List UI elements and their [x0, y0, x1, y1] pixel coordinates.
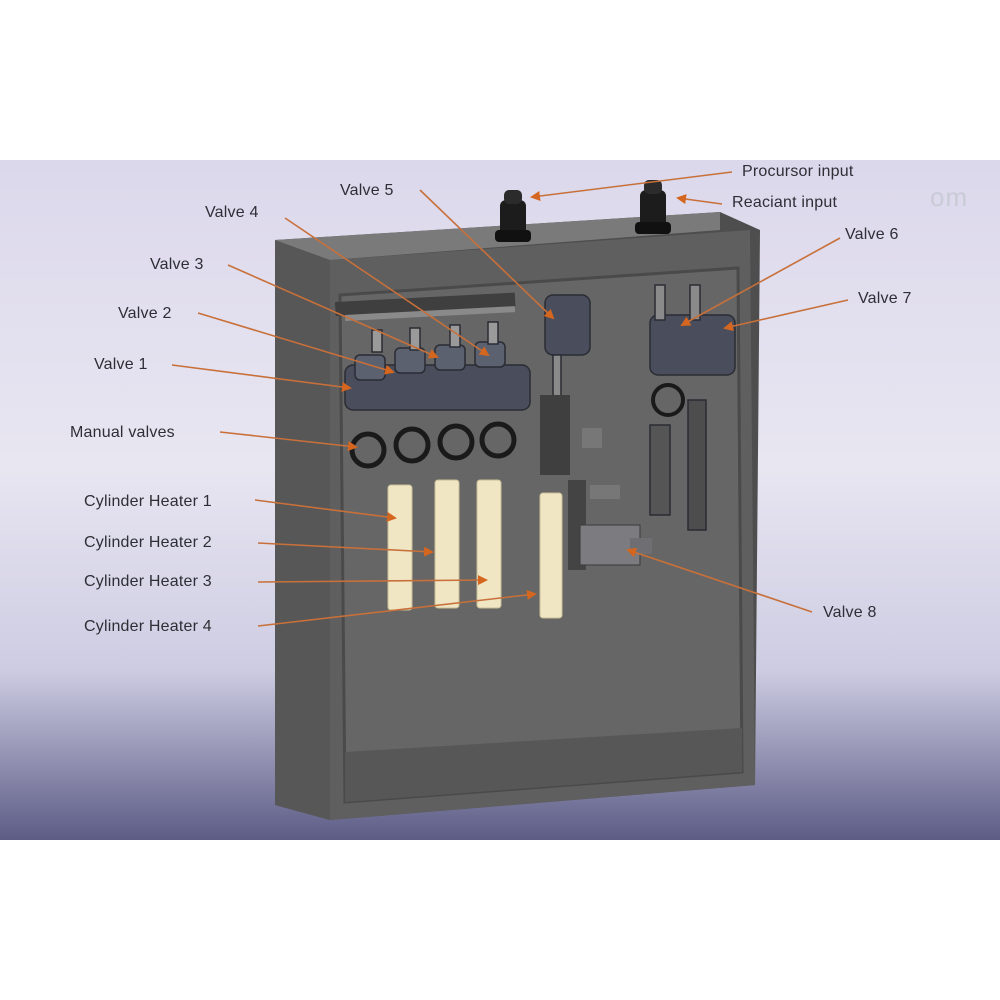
- cabinet-illustration: [171, 171, 849, 820]
- label-reactant-input: Reaciant input: [732, 194, 838, 211]
- label-valve-2: Valve 2: [118, 305, 172, 322]
- label-cylinder-heater-4: Cylinder Heater 4: [84, 618, 212, 635]
- label-precursor-input: Procursor input: [742, 163, 854, 180]
- valve-5-body: [544, 294, 591, 406]
- label-valve-3: Valve 3: [150, 256, 204, 273]
- label-valve-8: Valve 8: [823, 604, 877, 621]
- label-cylinder-heater-3: Cylinder Heater 3: [84, 573, 212, 590]
- label-valve-1: Valve 1: [94, 356, 148, 373]
- valve-manifold: [344, 321, 531, 411]
- diagram-scene: Procursor input Reaciant input om Valve …: [0, 160, 1000, 840]
- manual-valves: [349, 421, 517, 469]
- label-valve-6: Valve 6: [845, 226, 899, 243]
- valve-6-7-body: [649, 284, 736, 531]
- label-cylinder-heater-1: Cylinder Heater 1: [84, 493, 212, 510]
- precursor-input-port: [495, 190, 531, 242]
- reactant-input-port: [635, 180, 671, 234]
- label-valve-7: Valve 7: [858, 290, 912, 307]
- center-line: [540, 395, 652, 570]
- label-cylinder-heater-2: Cylinder Heater 2: [84, 534, 212, 551]
- label-valve-4: Valve 4: [205, 204, 259, 221]
- label-manual-valves: Manual valves: [70, 424, 175, 441]
- label-valve-5: Valve 5: [340, 182, 394, 199]
- leader-lines: [171, 171, 849, 627]
- watermark: om: [930, 182, 969, 212]
